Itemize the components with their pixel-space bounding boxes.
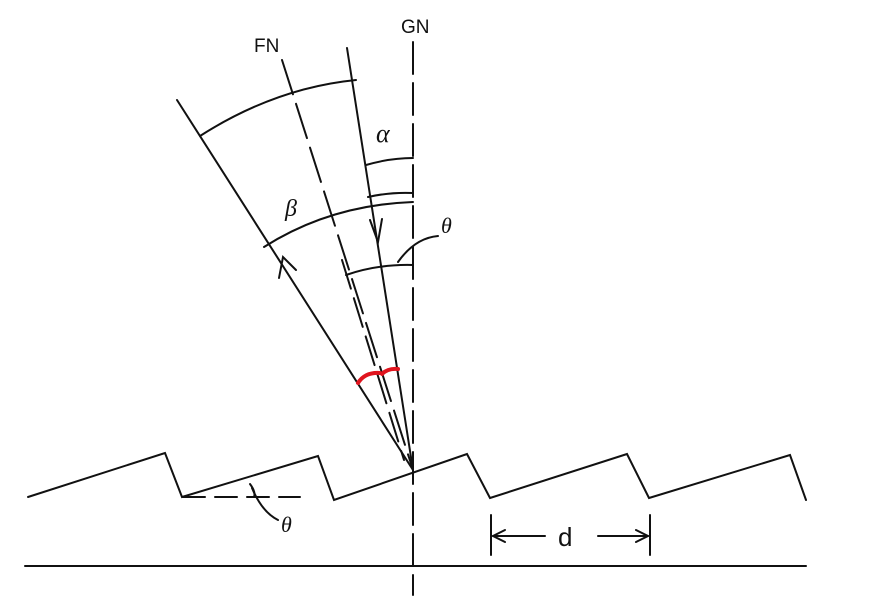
arc-alpha [365, 157, 414, 166]
red-mark-right [380, 366, 400, 376]
theta-top-label: θ [441, 213, 452, 238]
arc-alpha-lower [367, 191, 414, 198]
fn-label: FN [254, 36, 279, 57]
alpha-label: α [376, 119, 391, 148]
theta-bottom-label: θ [281, 512, 292, 537]
facet-normal-line [281, 59, 414, 471]
d-arrow-left-head [490, 529, 506, 543]
red-mark-left [356, 370, 382, 385]
diffracted-ray-arrow [278, 254, 297, 279]
incident-ray-arrow [369, 218, 383, 246]
arc-top [199, 79, 357, 137]
specular-dashed-line [341, 259, 405, 461]
gn-label: GN [401, 17, 430, 38]
incident-ray [346, 47, 414, 471]
theta-top-leader [397, 235, 439, 263]
theta-bottom-leader [251, 487, 279, 521]
grating-surface [27, 451, 807, 502]
arc-theta-top [345, 263, 414, 276]
d-label: d [558, 522, 572, 552]
d-arrow-right-head [635, 529, 651, 543]
beta-label: β [284, 196, 297, 222]
arc-beta [263, 201, 414, 248]
diffracted-ray [176, 99, 414, 471]
